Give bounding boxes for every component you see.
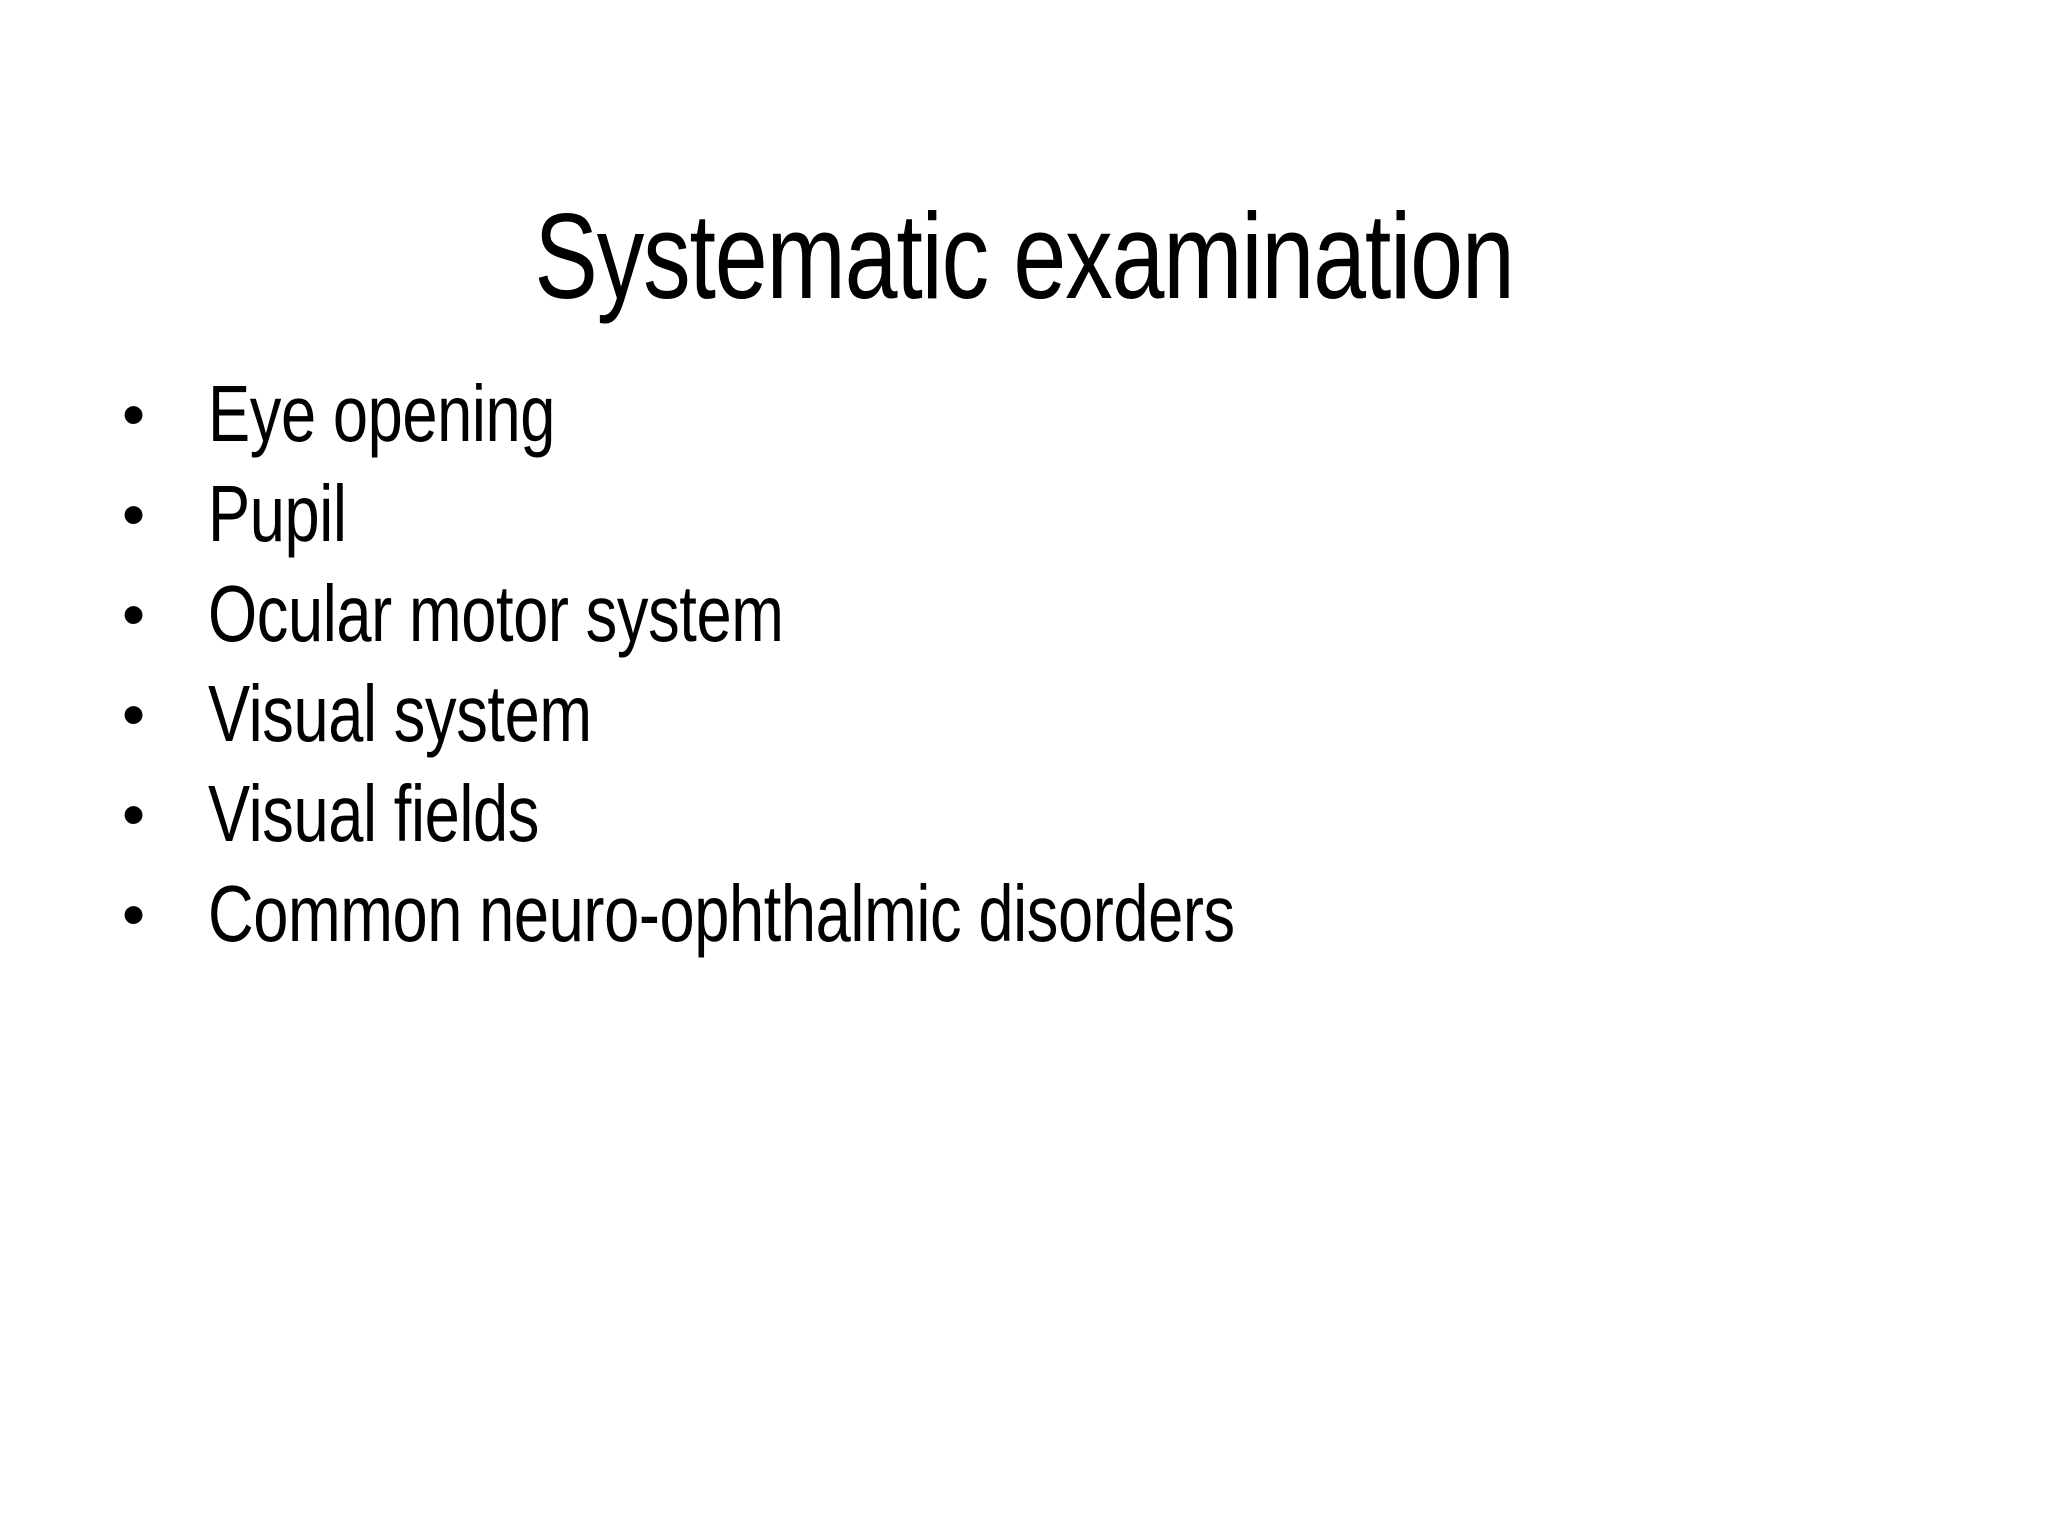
bullet-dot-icon: • [122,477,146,551]
bullet-dot-icon: • [122,877,146,951]
list-item[interactable]: • Visual fields [110,772,1960,872]
bullet-dot-icon: • [122,677,146,751]
list-item-label: Common neuro-ophthalmic disorders [208,869,1235,958]
bullet-list: • Eye opening • Pupil • Ocular motor sys… [110,372,1960,972]
page-title: Systematic examination [534,187,1514,324]
list-item[interactable]: • Eye opening [110,372,1960,472]
bullet-dot-icon: • [122,577,146,651]
bullet-dot-icon: • [122,777,146,851]
list-item[interactable]: • Ocular motor system [110,572,1960,672]
list-item-label: Pupil [208,469,347,558]
list-item-label: Eye opening [208,369,556,458]
list-item[interactable]: • Visual system [110,672,1960,772]
list-item-label: Visual fields [208,769,539,858]
list-item-label: Visual system [208,669,592,758]
bullet-dot-icon: • [122,377,146,451]
list-item[interactable]: • Common neuro-ophthalmic disorders [110,872,1960,972]
list-item[interactable]: • Pupil [110,472,1960,572]
list-item-label: Ocular motor system [208,569,784,658]
